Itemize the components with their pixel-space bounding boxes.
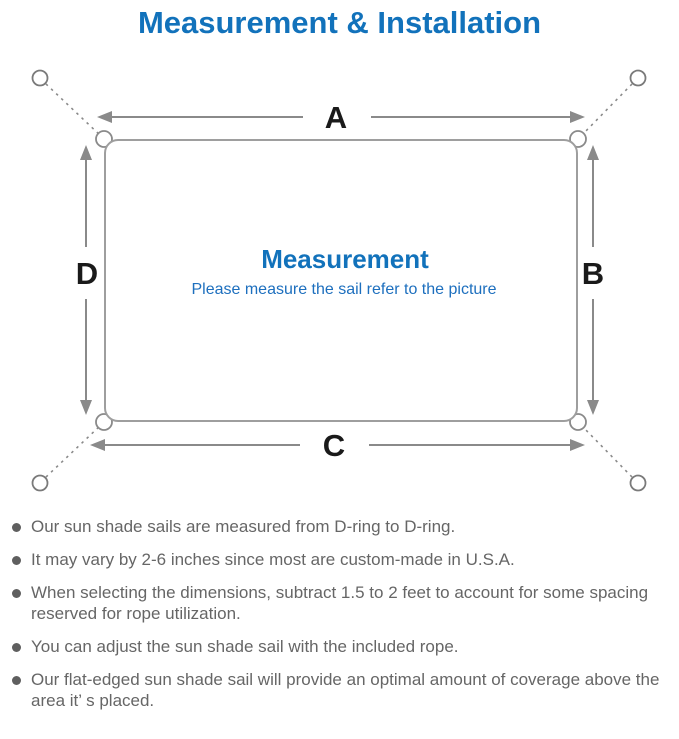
arrowhead-b-top (587, 145, 599, 160)
diagram-center-title: Measurement (261, 244, 429, 274)
note-text: When selecting the dimensions, subtract … (31, 583, 649, 623)
d-ring-bottom-left (95, 413, 113, 431)
d-ring-bottom-right (569, 413, 587, 431)
dimension-label-c: C (323, 428, 345, 463)
sail-body (104, 139, 578, 422)
dimension-label-a: A (325, 100, 347, 135)
arrowhead-d-bottom (80, 400, 92, 415)
arrowhead-c-right (570, 439, 585, 451)
list-item: You can adjust the sun shade sail with t… (12, 636, 671, 657)
bullet-dot-icon (12, 676, 21, 685)
tie-line-top-left (45, 83, 103, 138)
bullet-dot-icon (12, 556, 21, 565)
d-ring-top-right (569, 130, 587, 148)
arrowhead-a-left (97, 111, 112, 123)
tie-line-bottom-right (579, 423, 633, 478)
note-text: It may vary by 2-6 inches since most are… (31, 550, 515, 569)
list-item: Our sun shade sails are measured from D-… (12, 516, 671, 537)
anchor-ring-bottom-right (629, 474, 647, 492)
note-text: You can adjust the sun shade sail with t… (31, 637, 459, 656)
diagram-center-subtitle: Please measure the sail refer to the pic… (191, 281, 496, 298)
arrowhead-d-top (80, 145, 92, 160)
bullet-dot-icon (12, 643, 21, 652)
tie-line-bottom-left (45, 423, 103, 478)
page-title: Measurement & Installation (137, 5, 542, 40)
anchor-ring-top-right (629, 69, 647, 87)
note-text: Our sun shade sails are measured from D-… (31, 517, 456, 536)
arrowhead-c-left (90, 439, 105, 451)
list-item: It may vary by 2-6 inches since most are… (12, 549, 671, 570)
dimension-label-d: D (76, 256, 98, 291)
bullet-dot-icon (12, 523, 21, 532)
anchor-ring-bottom-left (31, 474, 49, 492)
note-text: Our flat-edged sun shade sail will provi… (31, 670, 660, 710)
sail-measurement-diagram: A C D B Measurement Please measure the s… (0, 55, 679, 510)
arrowhead-b-bottom (587, 400, 599, 415)
bullet-dot-icon (12, 589, 21, 598)
anchor-ring-top-left (31, 69, 49, 87)
sail-diagram-canvas: A C D B Measurement Please measure the s… (31, 69, 647, 492)
list-item: Our flat-edged sun shade sail will provi… (12, 669, 671, 711)
measurement-notes-list: Our sun shade sails are measured from D-… (0, 516, 679, 723)
list-item: When selecting the dimensions, subtract … (12, 582, 671, 624)
tie-line-top-right (579, 83, 633, 138)
arrowhead-a-right (570, 111, 585, 123)
dimension-label-b: B (582, 256, 604, 291)
d-ring-top-left (95, 130, 113, 148)
